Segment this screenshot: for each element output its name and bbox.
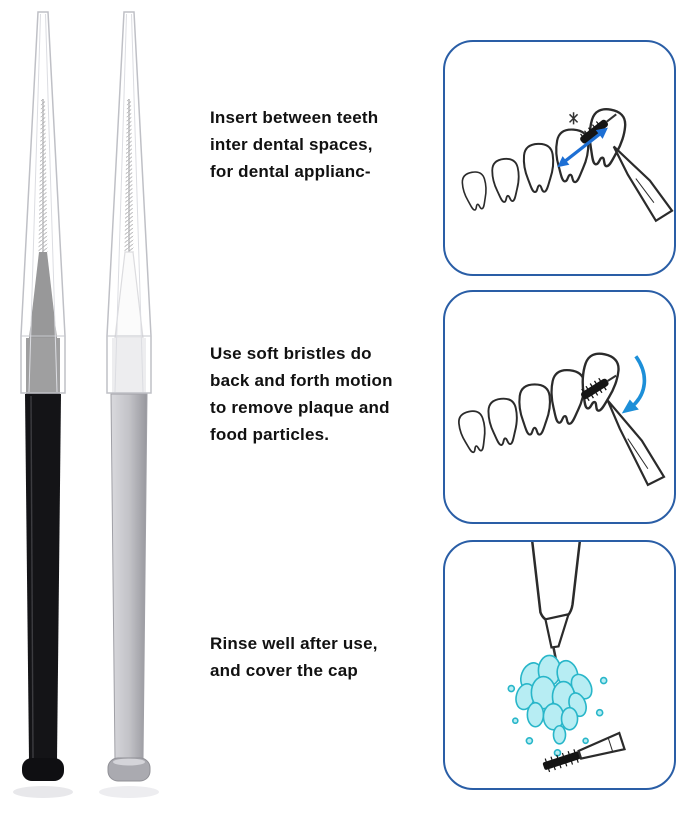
shadow — [99, 786, 159, 798]
back-and-forth-illustration — [455, 349, 666, 487]
motion-arrow-icon — [621, 355, 647, 414]
shadow — [13, 786, 73, 798]
step-2-text: Use soft bristles do back and forth moti… — [210, 344, 393, 444]
sparkle-icon — [569, 112, 579, 125]
insertion-arrow-icon — [557, 127, 608, 168]
teeth-row — [455, 349, 623, 455]
step-3-illustration-panel — [443, 540, 676, 790]
water-spray-icon — [507, 654, 608, 757]
step-2-illustration-panel — [443, 290, 676, 524]
black-handle — [25, 394, 61, 760]
white-interdental-brush-image — [99, 11, 159, 798]
step-1-illustration-panel — [443, 40, 676, 276]
rinse-under-water-illustration — [507, 542, 626, 773]
step-3-text: Rinse well after use, and cover the cap — [210, 634, 378, 680]
brush-head-icon — [580, 113, 617, 145]
brush-handle-icon — [612, 145, 674, 223]
white-handle — [110, 393, 148, 761]
step-1-text: Insert between teeth inter dental spaces… — [210, 108, 379, 181]
brush-head-icon — [581, 374, 617, 402]
brush-handle-icon — [531, 542, 581, 663]
brush-handle-icon — [606, 399, 666, 487]
black-interdental-brush-image — [13, 11, 73, 798]
insert-between-teeth-illustration — [459, 105, 674, 223]
small-brush-icon — [542, 731, 626, 773]
